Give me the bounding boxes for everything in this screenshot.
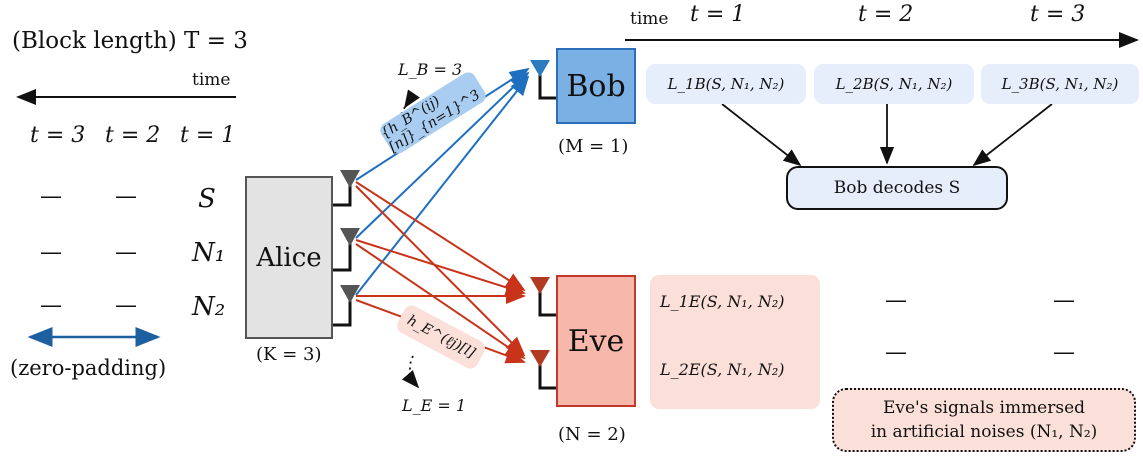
bob-signal-3-text: L_3B(S, N₁, N₂)	[1001, 75, 1119, 93]
bob-signal-1-text: L_1B(S, N₁, N₂)	[667, 75, 785, 93]
eve-dash-2: —	[1053, 288, 1075, 313]
row-s-cell-2: —	[115, 184, 137, 209]
eve-length-pointer	[401, 355, 420, 389]
eve-param: (N = 2)	[558, 424, 626, 445]
right-time-label: time	[630, 9, 669, 29]
eve-antenna-stem-2	[538, 362, 556, 390]
eve-dash-3: —	[885, 340, 907, 365]
eve-signal-1: L_1E(S, N₁, N₂)	[660, 292, 785, 311]
right-slot-t2: t = 2	[858, 2, 914, 27]
eve-antenna-1-icon	[530, 277, 550, 294]
alice-antenna-3-icon	[340, 285, 360, 303]
eve-note-line-1: Eve's signals immersed	[882, 398, 1086, 418]
bob-signal-2: L_2B(S, N₁, N₂)	[814, 64, 974, 104]
bob-param: (M = 1)	[558, 136, 629, 157]
left-slot-t2: t = 2	[105, 123, 161, 148]
alice-antenna-2-icon	[340, 228, 360, 246]
eve-box: Eve	[556, 275, 636, 407]
row-s-symbol: S	[198, 184, 216, 214]
alice-antennas	[333, 180, 352, 327]
alice-label: Alice	[256, 242, 322, 273]
left-slot-t1: t = 1	[180, 123, 236, 148]
bob-decode-box: Bob decodes S	[786, 166, 1008, 210]
eve-note-box: Eve's signals immersed in artificial noi…	[832, 388, 1136, 452]
row-n2-symbol: N₂	[192, 292, 226, 322]
eve-dash-4: —	[1053, 340, 1075, 365]
decode-arrows	[721, 103, 1053, 167]
bob-box: Bob	[556, 48, 636, 124]
block-length-label: (Block length) T = 3	[12, 28, 248, 54]
bob-signal-3: L_3B(S, N₁, N₂)	[981, 64, 1139, 104]
right-slot-t3: t = 3	[1030, 2, 1086, 27]
left-time-label: time	[192, 70, 231, 90]
bob-label: Bob	[566, 68, 626, 104]
alice-antenna-1-icon	[340, 170, 360, 188]
bob-decode-text: Bob decodes S	[833, 178, 961, 198]
row-n1-cell-1: —	[40, 240, 62, 265]
bob-signal-2-text: L_2B(S, N₁, N₂)	[835, 75, 953, 93]
bob-antenna-icon	[530, 60, 550, 77]
eve-antenna-stem-1	[538, 288, 556, 317]
bob-length-label: L_B = 3	[398, 60, 463, 79]
eve-antenna-2-icon	[530, 350, 550, 367]
eve-dash-1: —	[885, 288, 907, 313]
alice-param: (K = 3)	[256, 344, 322, 365]
eve-length-label: L_E = 1	[402, 396, 467, 415]
eve-label: Eve	[567, 323, 625, 359]
eve-note-line-2: in artificial noises (N₁, N₂)	[870, 422, 1098, 442]
row-n1-symbol: N₁	[192, 238, 226, 268]
row-s-cell-1: —	[40, 184, 62, 209]
eve-signal-2: L_2E(S, N₁, N₂)	[660, 360, 785, 379]
zero-padding-label: (zero-padding)	[10, 356, 167, 380]
left-slot-t3: t = 3	[30, 123, 86, 148]
bob-antenna-stem	[538, 70, 556, 100]
alice-box: Alice	[245, 176, 333, 339]
bob-signal-1: L_1B(S, N₁, N₂)	[646, 64, 806, 104]
eve-signals-box	[650, 275, 820, 409]
row-n1-cell-2: —	[115, 240, 137, 265]
row-n2-cell-2: —	[115, 293, 137, 318]
right-slot-t1: t = 1	[690, 2, 746, 27]
row-n2-cell-1: —	[40, 293, 62, 318]
